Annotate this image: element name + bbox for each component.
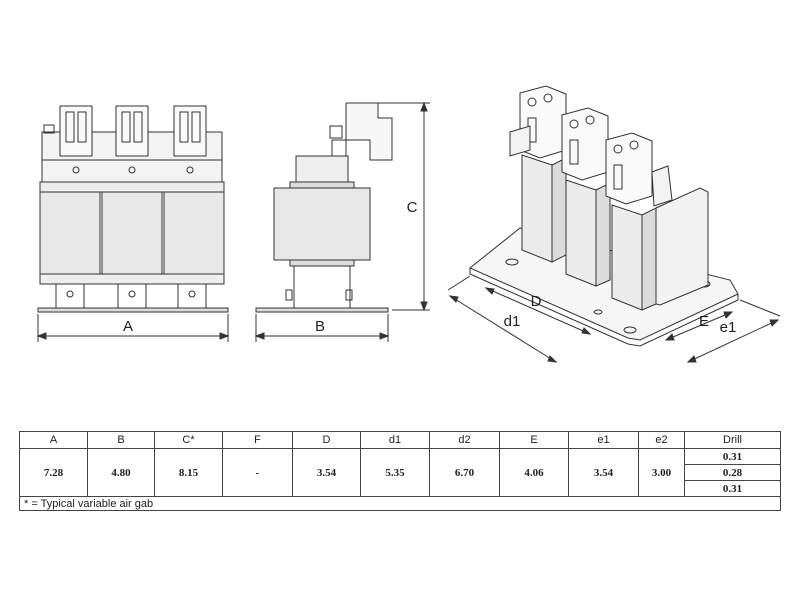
- footnote-row: * = Typical variable air gab: [19, 496, 781, 511]
- table-header-row: A B C* F D d1 d2 E e1 e2 Drill: [19, 431, 781, 449]
- drill-value-3: 0.31: [684, 480, 781, 497]
- table-footnote: * = Typical variable air gab: [19, 496, 781, 511]
- iso-terminal-3: [605, 132, 673, 207]
- value-c: 8.15: [154, 448, 223, 497]
- dim-label-a: A: [123, 318, 133, 335]
- drill-value-1: 0.31: [684, 448, 781, 465]
- iso-terminal-2: [561, 107, 609, 181]
- drill-value-2: 0.28: [684, 464, 781, 481]
- header-b: B: [87, 431, 155, 449]
- front-view: [36, 105, 230, 342]
- iso-terminal-1: [509, 85, 567, 159]
- header-e2: e2: [638, 431, 685, 449]
- header-a: A: [19, 431, 88, 449]
- dim-label-d: D: [531, 293, 542, 310]
- front-terminal-3: [173, 105, 207, 174]
- dim-label-d1: d1: [504, 313, 521, 330]
- header-d2: d2: [429, 431, 500, 449]
- dim-label-e1: e1: [720, 319, 737, 336]
- value-e: 4.06: [499, 448, 569, 497]
- iso-coil-3: [611, 204, 657, 311]
- value-b: 4.80: [87, 448, 155, 497]
- side-view: [254, 101, 430, 342]
- value-d1: 5.35: [360, 448, 430, 497]
- front-terminal-2: [115, 105, 149, 174]
- dimension-table: A B C* F D d1 d2 E e1 e2 Drill 7.28 4.80…: [19, 431, 781, 511]
- table-row: 7.28 4.80 8.15 - 3.54 5.35 6.70 4.06 3.5…: [19, 448, 781, 497]
- value-e2: 3.00: [638, 448, 685, 497]
- header-d1: d1: [360, 431, 430, 449]
- value-d: 3.54: [292, 448, 361, 497]
- value-e1: 3.54: [568, 448, 639, 497]
- header-c: C*: [154, 431, 223, 449]
- header-e: E: [499, 431, 569, 449]
- header-drill: Drill: [684, 431, 781, 449]
- header-e1: e1: [568, 431, 639, 449]
- value-d2: 6.70: [429, 448, 500, 497]
- dim-label-c: C: [407, 199, 418, 216]
- front-terminal-1: [59, 105, 93, 174]
- value-f: -: [222, 448, 293, 497]
- technical-drawing: A B C D d1 E e1: [36, 85, 781, 363]
- header-d: D: [292, 431, 361, 449]
- header-f: F: [222, 431, 293, 449]
- value-a: 7.28: [19, 448, 88, 497]
- dim-label-b: B: [315, 318, 325, 335]
- iso-coil-1: [521, 154, 567, 263]
- isometric-view: [447, 85, 781, 363]
- dim-label-e: E: [699, 313, 709, 330]
- iso-coil-2: [565, 179, 611, 287]
